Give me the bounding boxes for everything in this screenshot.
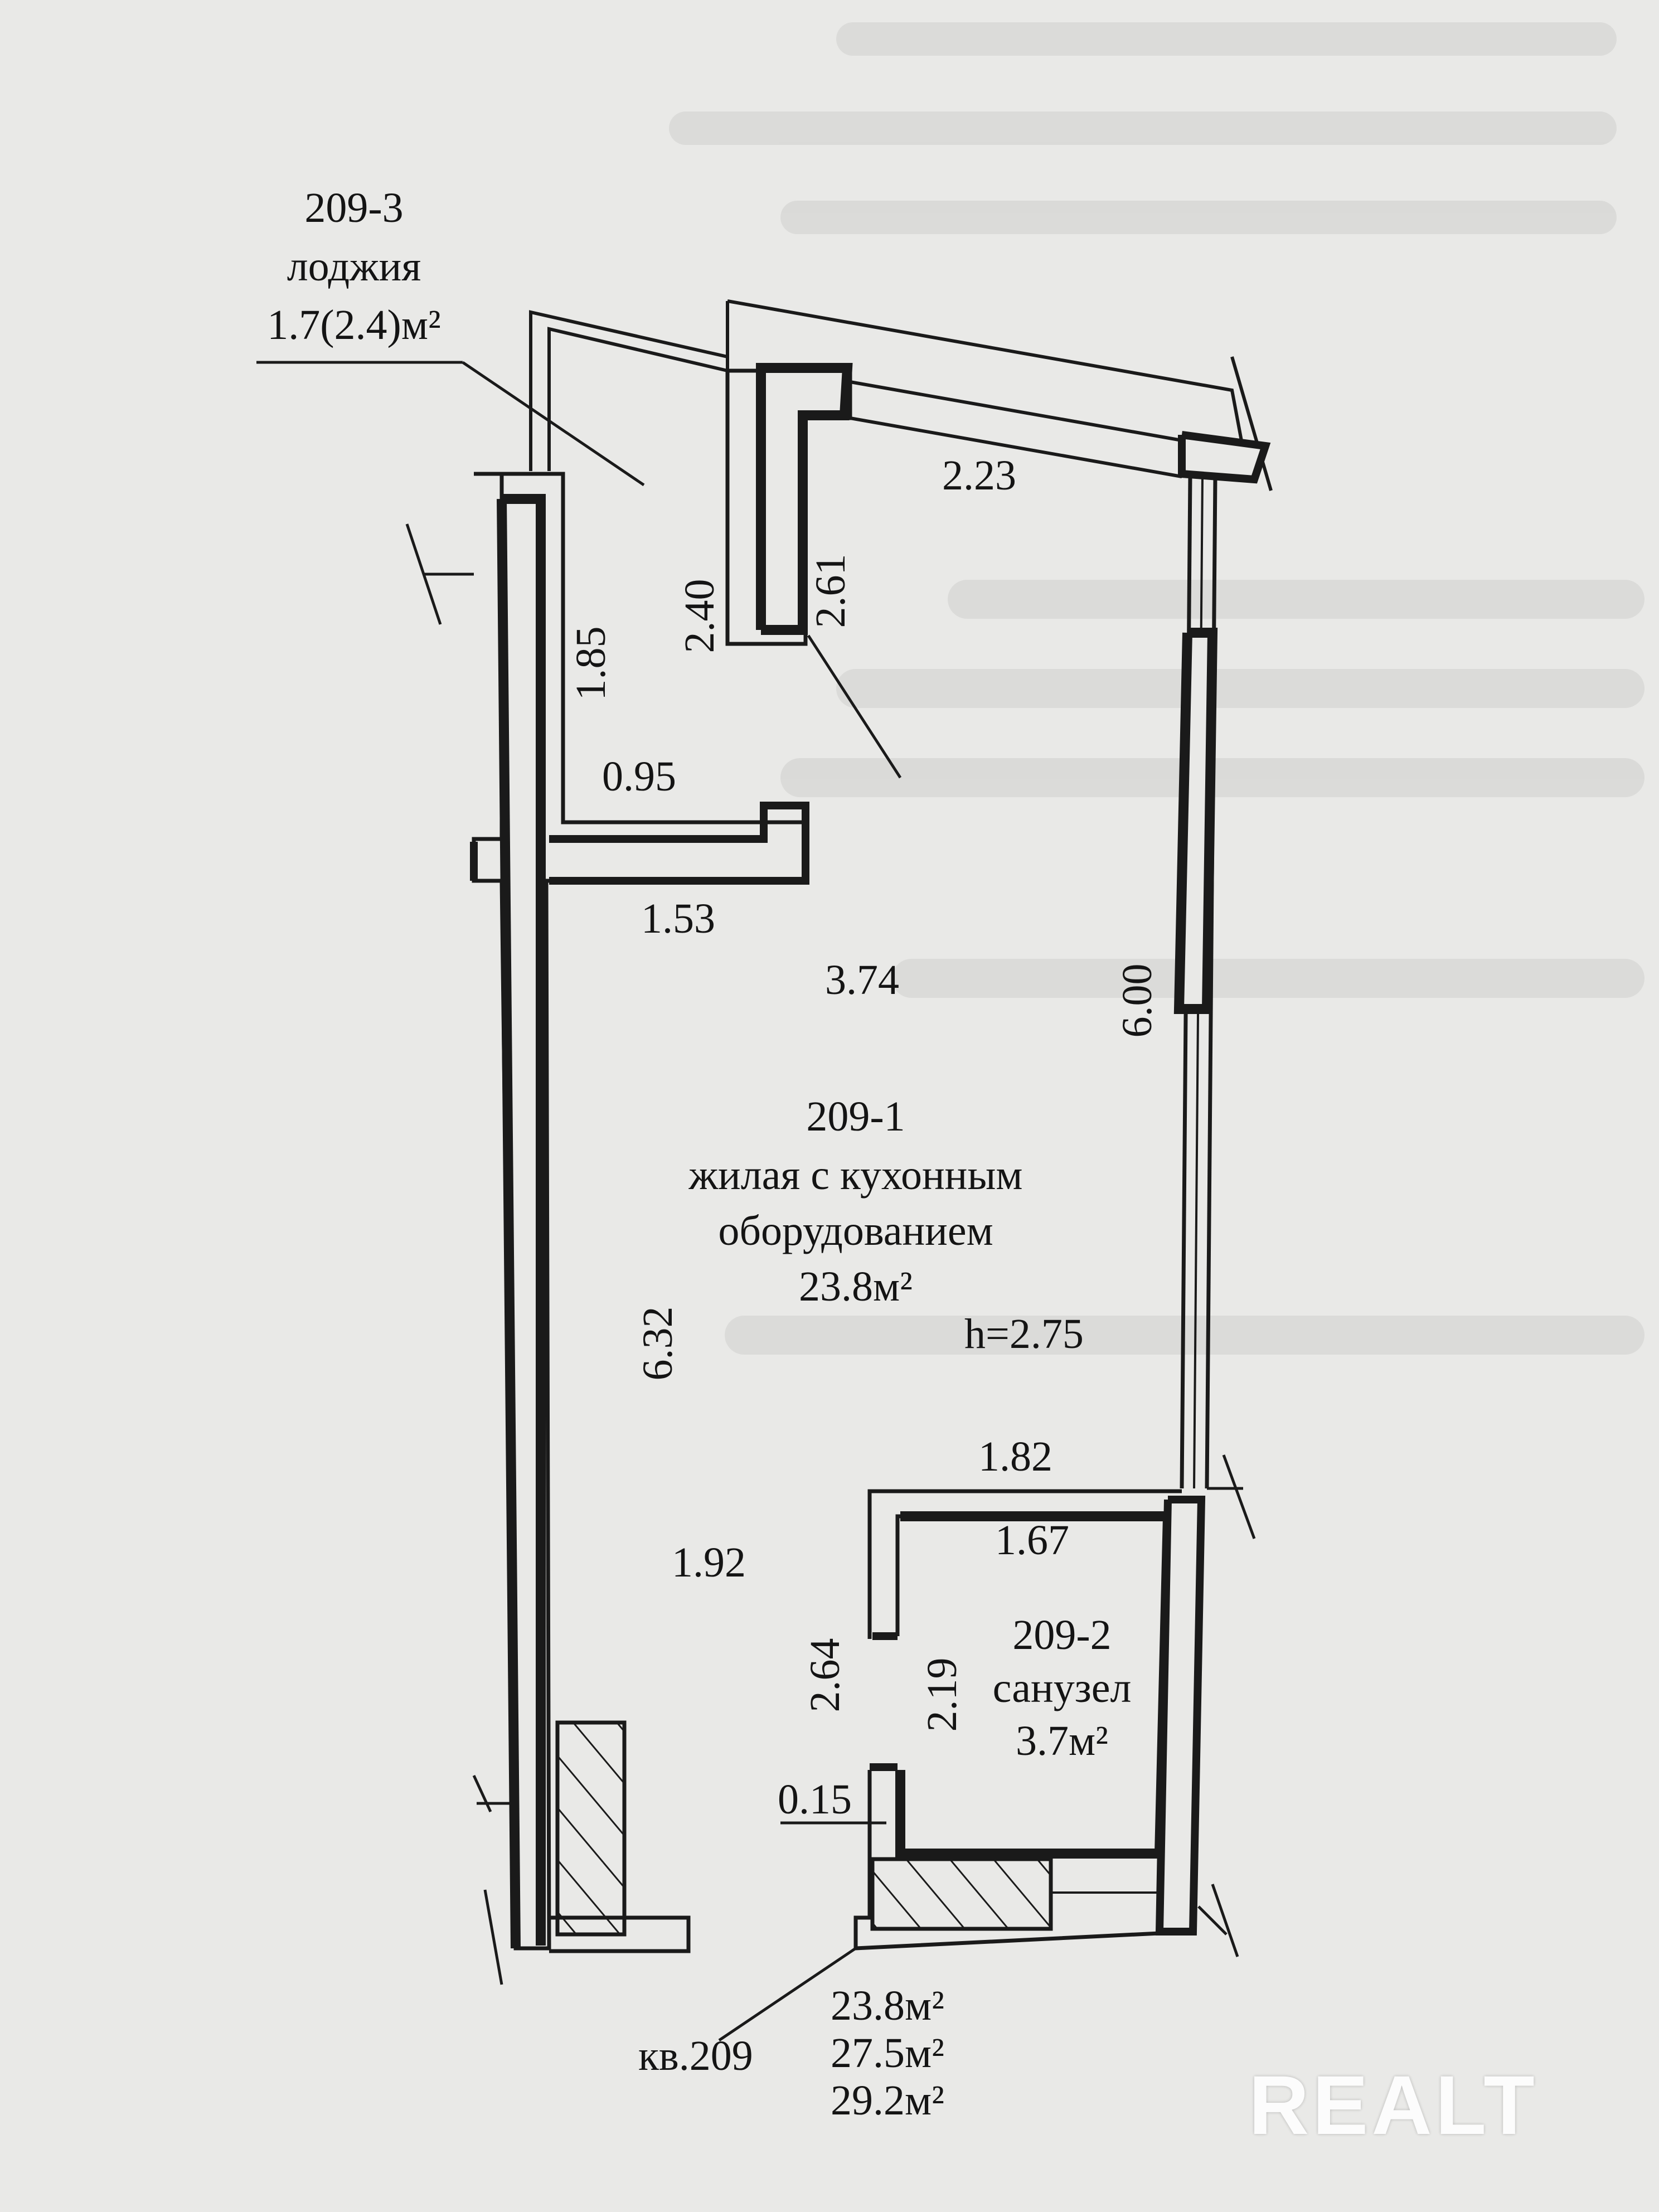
bathroom-area: 3.7м² [1016, 1718, 1108, 1764]
right-wall [1173, 431, 1271, 1539]
bathroom-name: санузел [992, 1665, 1132, 1711]
dimension-2-40: 2.40 [676, 579, 723, 653]
dimension-1-53: 1.53 [641, 895, 715, 942]
left-break-marks [405, 523, 513, 1985]
living-room-name-line2: оборудованием [718, 1207, 993, 1254]
living-room-number: 209-1 [806, 1093, 905, 1140]
dimension-0-95: 0.95 [602, 753, 676, 800]
dimension-2-61: 2.61 [807, 554, 854, 628]
background-text-shadow [669, 22, 1645, 1355]
dimension-1-82: 1.82 [978, 1433, 1052, 1480]
loggia-number: 209-3 [304, 185, 404, 231]
living-room-name-line1: жилая с кухонным [688, 1152, 1023, 1199]
loggia-name: лоджия [287, 243, 421, 290]
apartment-area-total: 27.5м² [831, 2030, 944, 2077]
opening-diagonal [807, 634, 902, 779]
loggia-area: 1.7(2.4)м² [267, 302, 441, 348]
dimension-3-74: 3.74 [825, 957, 899, 1003]
ceiling-height: h=2.75 [964, 1311, 1084, 1357]
loggia-diagonal [462, 361, 645, 487]
dimension-1-85: 1.85 [567, 626, 614, 701]
apartment-leader [718, 1947, 857, 2042]
bathroom-vent-shaft [870, 1857, 1053, 1931]
dimension-6-00: 6.00 [1114, 963, 1161, 1038]
dimension-2-19: 2.19 [919, 1657, 966, 1732]
dimension-2-23: 2.23 [942, 452, 1016, 499]
apartment-area-total-loggia: 29.2м² [831, 2077, 944, 2124]
dimension-1-92: 1.92 [672, 1539, 746, 1586]
entry-vent-shaft [555, 1720, 627, 1937]
living-room-area: 23.8м² [799, 1263, 913, 1310]
dimension-2-64: 2.64 [802, 1638, 848, 1713]
left-wall [470, 472, 809, 1951]
dimension-6-32: 6.32 [634, 1306, 681, 1381]
dimension-0-15: 0.15 [778, 1776, 852, 1823]
bathroom-walls [780, 1489, 1239, 1957]
bathroom-number: 209-2 [1012, 1612, 1112, 1658]
apartment-area-living: 23.8м² [831, 1982, 944, 2029]
entry-wall-stub [549, 1915, 691, 1953]
realt-watermark-logo: REALT [1249, 2058, 1538, 2152]
loggia-railing [529, 299, 1273, 491]
upper-middle-wall [725, 363, 853, 646]
dimension-1-67: 1.67 [995, 1517, 1069, 1564]
apartment-number: кв.209 [638, 2032, 753, 2079]
